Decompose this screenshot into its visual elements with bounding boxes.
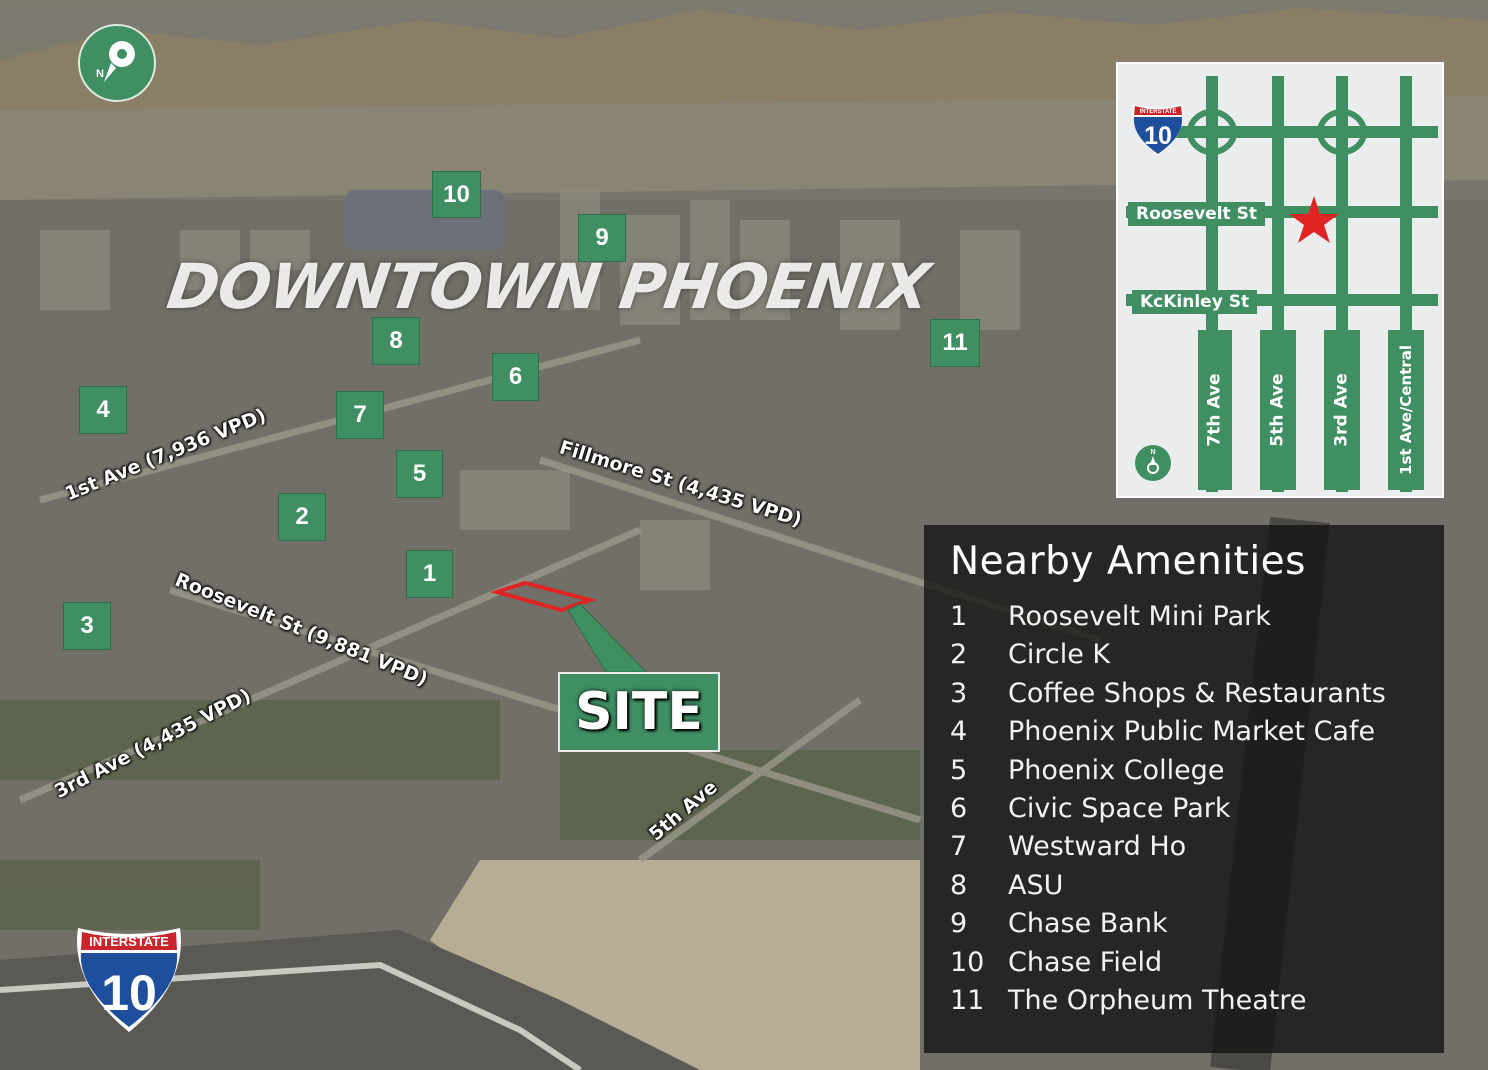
legend-item: 8 ASU bbox=[950, 867, 1420, 905]
legend-item: 5 Phoenix College bbox=[950, 752, 1420, 790]
legend-item-name: Chase Bank bbox=[1008, 908, 1168, 940]
legend-item-name: Roosevelt Mini Park bbox=[1008, 601, 1271, 632]
legend-list: 1 Roosevelt Mini Park 2 Circle K 3 Coffee Sho… bbox=[950, 598, 1420, 1020]
inset-label-kckinley-st: KcKinley St bbox=[1132, 290, 1258, 314]
marker-7[interactable]: 7 bbox=[336, 391, 384, 439]
legend-item-name: Coffee Shops & Restaurants bbox=[1008, 677, 1386, 709]
inset-label-roosevelt-st: Roosevelt St bbox=[1128, 202, 1265, 226]
legend-title: Nearby Amenities bbox=[950, 539, 1306, 584]
north-label: N bbox=[96, 68, 104, 80]
site-label-box: SITE bbox=[558, 672, 720, 752]
marker-2[interactable]: 2 bbox=[278, 493, 326, 541]
legend-item: 6 Civic Space Park bbox=[950, 790, 1420, 828]
inset-label-3rd-ave: 3rd Ave bbox=[1324, 330, 1360, 490]
legend-item: 10 Chase Field bbox=[950, 944, 1420, 982]
north-arrow-badge: N bbox=[78, 24, 156, 102]
marker-8[interactable]: 8 bbox=[372, 317, 420, 365]
marker-1[interactable]: 1 bbox=[406, 550, 453, 598]
marker-5[interactable]: 5 bbox=[396, 450, 443, 498]
legend-item-name: Circle K bbox=[1008, 639, 1111, 671]
map-title: DOWNTOWN PHOENIX bbox=[162, 250, 934, 323]
legend-item-number: 8 bbox=[950, 869, 968, 901]
legend-item: 1 Roosevelt Mini Park bbox=[950, 598, 1420, 636]
legend-item-name: ASU bbox=[1008, 869, 1064, 901]
legend-item-number: 9 bbox=[950, 908, 968, 940]
legend-item-number: 2 bbox=[950, 639, 968, 671]
inset-label-7th-ave: 7th Ave bbox=[1198, 330, 1232, 490]
legend-item: 7 Westward Ho bbox=[950, 828, 1420, 866]
star-icon bbox=[1289, 196, 1339, 243]
legend-item: 3 Coffee Shops & Restaurants bbox=[950, 675, 1420, 713]
marker-6[interactable]: 6 bbox=[492, 353, 539, 401]
inset-street-map: INTERSTATE 10 Roosevelt St KcKinley St 7… bbox=[1116, 62, 1444, 498]
inset-north-label: N bbox=[1150, 449, 1155, 456]
location-pin-icon bbox=[104, 41, 135, 82]
marker-11[interactable]: 11 bbox=[930, 319, 980, 367]
inset-interstate-10-shield-icon: INTERSTATE 10 bbox=[1132, 104, 1184, 156]
inset-north-icon: N bbox=[1135, 445, 1171, 481]
legend-item-name: Westward Ho bbox=[1008, 831, 1187, 863]
legend-item-name: Phoenix College bbox=[1008, 754, 1225, 786]
legend-item-number: 3 bbox=[950, 677, 968, 709]
legend-item-number: 10 bbox=[950, 946, 985, 978]
interstate-number: 10 bbox=[101, 965, 157, 1021]
marker-3[interactable]: 3 bbox=[63, 602, 111, 650]
legend-item-name: Chase Field bbox=[1008, 946, 1163, 978]
legend-item-number: 11 bbox=[950, 984, 985, 1016]
site-label: SITE bbox=[575, 682, 703, 742]
interstate-top-text: INTERSTATE bbox=[89, 934, 169, 949]
inset-interstate-number: 10 bbox=[1144, 122, 1172, 150]
legend-item: 2 Circle K bbox=[950, 636, 1420, 674]
legend-item-name: Phoenix Public Market Cafe bbox=[1008, 716, 1376, 748]
interstate-10-shield-icon: INTERSTATE 10 bbox=[77, 928, 181, 1032]
marker-9[interactable]: 9 bbox=[578, 214, 626, 262]
legend-item-number: 7 bbox=[950, 831, 968, 863]
legend-item-number: 6 bbox=[950, 792, 968, 824]
marker-4[interactable]: 4 bbox=[79, 386, 127, 434]
legend-item: 11 The Orpheum Theatre bbox=[950, 982, 1420, 1020]
inset-label-5th-ave: 5th Ave bbox=[1260, 330, 1296, 490]
inset-interstate-top-text: INTERSTATE bbox=[1140, 109, 1177, 115]
inset-label-1st-ave-central: 1st Ave/Central bbox=[1388, 330, 1424, 490]
legend-item: 4 Phoenix Public Market Cafe bbox=[950, 713, 1420, 751]
legend-item-name: Civic Space Park bbox=[1008, 792, 1231, 824]
marker-10[interactable]: 10 bbox=[432, 171, 481, 218]
legend-item: 9 Chase Bank bbox=[950, 905, 1420, 943]
legend-item-name: The Orpheum Theatre bbox=[1008, 984, 1307, 1016]
legend-item-number: 1 bbox=[950, 601, 968, 632]
legend-item-number: 4 bbox=[950, 716, 968, 748]
legend-item-number: 5 bbox=[950, 754, 968, 786]
